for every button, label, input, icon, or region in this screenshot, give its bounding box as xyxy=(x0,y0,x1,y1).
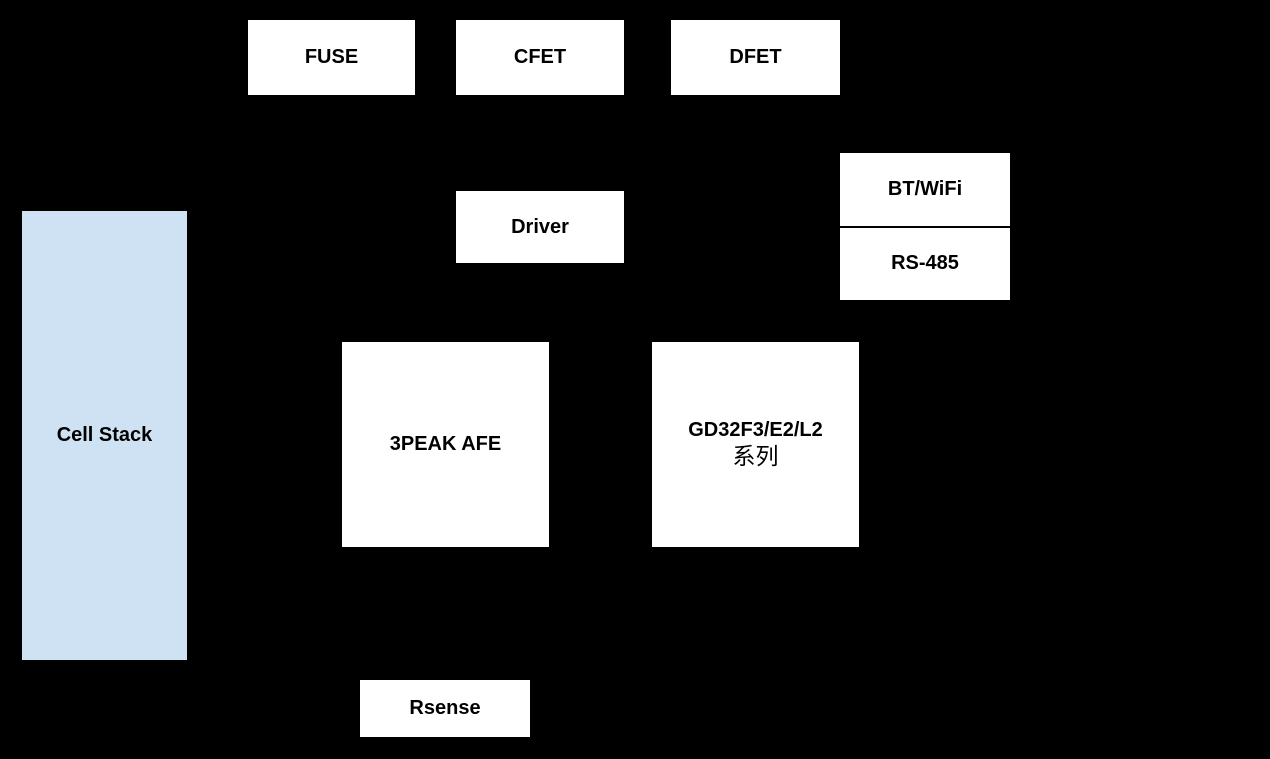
cfet-label: CFET xyxy=(513,46,567,68)
dfet-block: DFET xyxy=(671,20,840,95)
rs485-block: RS-485 xyxy=(840,227,1010,300)
mcu-label-line1: GD32F3/E2/L2 xyxy=(688,418,823,441)
rs485-label: RS-485 xyxy=(891,252,959,275)
rsense-label: Rsense xyxy=(409,697,481,719)
bt-wifi-block: BT/WiFi xyxy=(840,153,1010,226)
driver-block: Driver xyxy=(456,191,624,263)
cell-stack-label: Cell Stack xyxy=(56,424,153,446)
cfet-block: CFET xyxy=(456,20,624,95)
mcu-block: GD32F3/E2/L2 系列 xyxy=(652,342,859,547)
afe-label: 3PEAK AFE xyxy=(389,433,502,455)
afe-block: 3PEAK AFE xyxy=(342,342,549,547)
comm-interface-stack: BT/WiFi RS-485 xyxy=(840,153,1010,300)
cell-stack-block: Cell Stack xyxy=(22,211,187,660)
fuse-block: FUSE xyxy=(248,20,415,95)
fuse-label: FUSE xyxy=(304,46,359,68)
mcu-label-line2: 系列 xyxy=(732,443,779,470)
driver-label: Driver xyxy=(511,215,569,238)
dfet-label: DFET xyxy=(729,46,782,68)
bt-wifi-label: BT/WiFi xyxy=(887,177,963,200)
comm-divider xyxy=(840,225,1010,228)
rsense-block: Rsense xyxy=(360,680,530,737)
